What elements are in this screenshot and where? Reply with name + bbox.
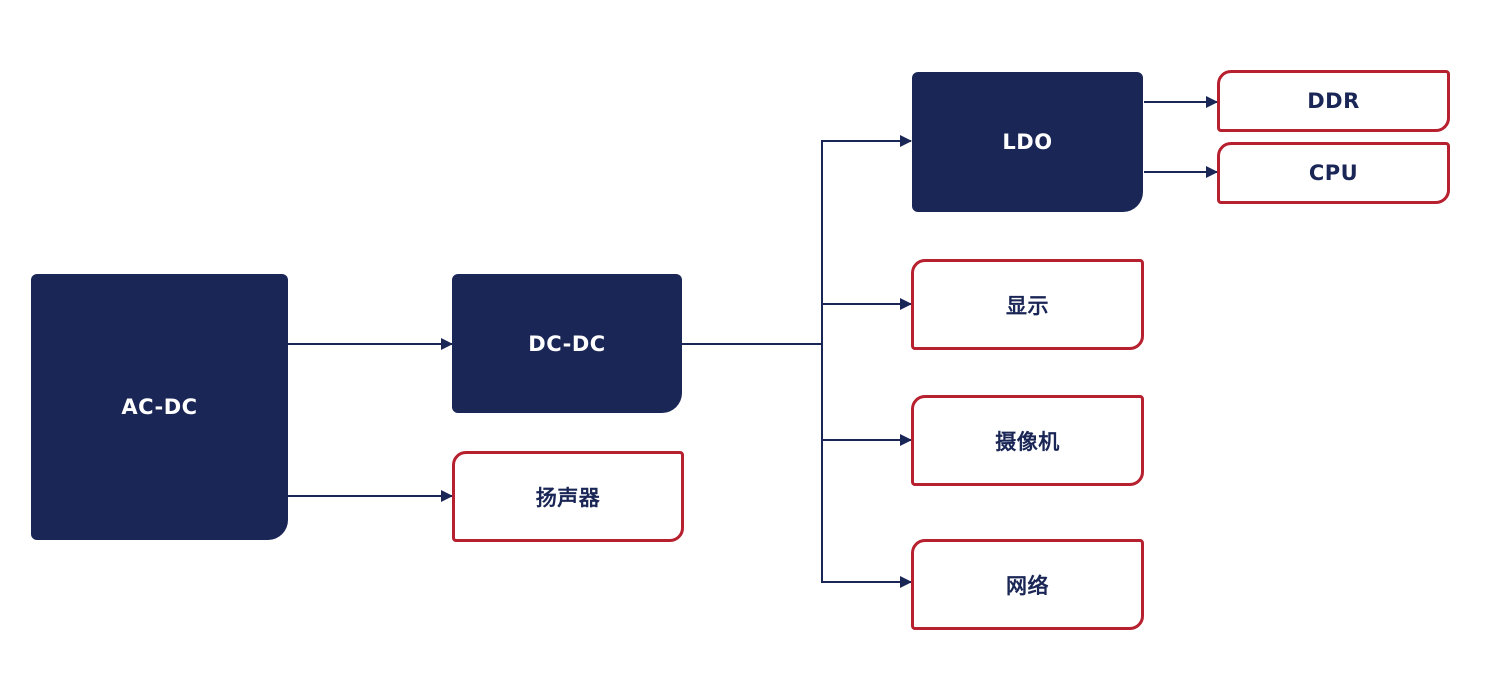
cpu-label: CPU	[1308, 161, 1359, 185]
ldo-label: LDO	[1002, 130, 1053, 154]
network-label: 网络	[1006, 573, 1049, 598]
display-label: 显示	[1006, 293, 1049, 318]
dc-dc-block: DC-DC	[452, 274, 682, 413]
ac-dc-label: AC-DC	[121, 395, 198, 419]
ddr-block: DDR	[1217, 70, 1450, 132]
ac-dc-block: AC-DC	[31, 274, 288, 540]
speaker-block: 扬声器	[452, 451, 684, 542]
ddr-label: DDR	[1307, 89, 1360, 113]
network-block: 网络	[911, 539, 1144, 630]
camera-block: 摄像机	[911, 395, 1144, 486]
camera-label: 摄像机	[995, 429, 1060, 454]
display-block: 显示	[911, 259, 1144, 350]
cpu-block: CPU	[1217, 142, 1450, 204]
ldo-block: LDO	[912, 72, 1143, 212]
dc-dc-label: DC-DC	[528, 331, 606, 356]
speaker-label: 扬声器	[535, 485, 601, 510]
